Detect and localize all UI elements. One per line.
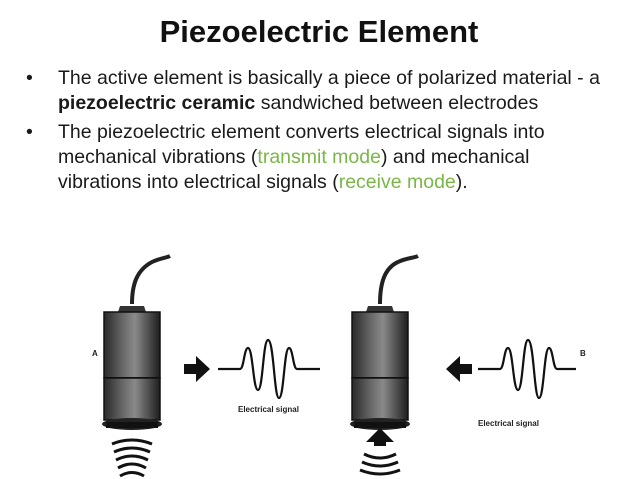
arrow-right-icon: [184, 356, 210, 382]
transmit-mode-highlight: transmit mode: [257, 146, 381, 168]
cable-connector-left: [118, 306, 146, 312]
cable-right: [378, 254, 419, 305]
bullet-1-text-a: The active element is basically a piece …: [58, 67, 600, 89]
bullet-item-2: • The piezoelectric element converts ele…: [22, 120, 602, 195]
wave-lines-right-icon: [359, 452, 401, 476]
transducer-left: A: [92, 254, 171, 478]
label-a: A: [92, 349, 98, 358]
bullet-dot-icon: •: [26, 121, 33, 143]
signal-label-right: Electrical signal: [478, 419, 539, 428]
bullet-1-text-b: sandwiched between electrodes: [255, 92, 539, 114]
housing-right: [351, 311, 409, 379]
bullet-dot-icon: •: [26, 67, 33, 89]
bullet-1-bold: piezoelectric ceramic: [58, 92, 256, 114]
receive-mode-highlight: receive mode: [338, 171, 456, 193]
bullet-2-text-b: ) and mechanical vibrations into electri…: [58, 146, 530, 193]
arrow-left-icon: [446, 356, 472, 382]
bullet-item-1: • The active element is basically a piec…: [22, 66, 602, 116]
bullet-2-text-c: ).: [455, 171, 468, 193]
housing-lower-left: [103, 377, 161, 421]
bullet-list: • The active element is basically a piec…: [22, 66, 602, 199]
cable-connector-right: [366, 306, 394, 312]
page-title: Piezoelectric Element: [159, 14, 479, 49]
housing-lower-right: [351, 377, 409, 421]
bullet-2-text-a: The piezoelectric element converts elect…: [58, 121, 545, 168]
wave-lines-left-icon: [111, 438, 153, 478]
transducer-right: [350, 254, 419, 476]
signal-waveform-right: [478, 338, 576, 400]
label-b: B: [580, 349, 586, 358]
housing-left: [103, 311, 161, 379]
arrow-up-icon: [366, 428, 394, 446]
signal-label-left: Electrical signal: [238, 405, 299, 414]
cable-left: [130, 254, 171, 305]
signal-waveform-left: [218, 338, 320, 400]
